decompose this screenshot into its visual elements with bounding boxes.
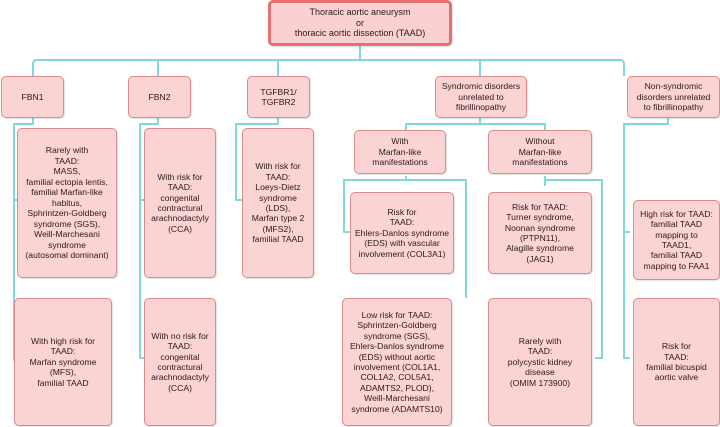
node-tgfbr-risk: With risk for TAAD: Loeys-Dietz syndrome… [242,128,314,278]
node-with-marfan: With Marfan-like manifestations [354,130,446,174]
node-low-risk-sgs-eds: Low risk for TAAD: Sphrintzen-Goldberg s… [342,298,452,426]
node-fbn2: FBN2 [128,76,191,118]
node-fbn2-no-risk: With no risk for TAAD: congenital contra… [144,298,216,426]
node-fbn1-rarely: Rarely with TAAD: MASS, familial ectopia… [17,128,117,278]
node-fbn1: FBN1 [1,76,64,118]
node-turner-noonan: Risk for TAAD: Turner syndrome, Noonan s… [488,192,592,274]
node-familial-taad: High risk for TAAD: familial TAAD mappin… [633,200,720,280]
node-nonsyndromic: Non-syndromic disorders unrelated to fib… [627,76,720,118]
node-without-marfan: Without Marfan-like manifestations [488,130,592,174]
connector-without-marfan-children [544,176,603,359]
root-node: Thoracic aortic aneurysm or thoracic aor… [268,0,452,46]
connector-syndromic-sub [405,118,546,130]
connector-top-bar [32,59,625,76]
node-fbn1-high-risk: With high risk for TAAD: Marfan syndrome… [14,298,112,426]
node-tgfbr: TGFBR1/ TGFBR2 [247,76,310,118]
node-bicuspid-valve: Risk for TAAD: familial bicuspid aortic … [633,298,720,426]
node-syndromic: Syndromic disorders unrelated to fibrill… [435,76,527,118]
connector-tgfbr-children [235,118,279,201]
node-fbn2-risk: With risk for TAAD: congenital contractu… [144,128,216,278]
node-polycystic-kidney: Rarely with TAAD: polycystic kidney dise… [488,298,592,426]
connector-with-marfan-children [343,176,467,298]
connector-nonsyndromic-children [623,118,669,359]
node-eds-vascular: Risk for TAAD: Ehlers-Danlos syndrome (E… [350,192,454,274]
